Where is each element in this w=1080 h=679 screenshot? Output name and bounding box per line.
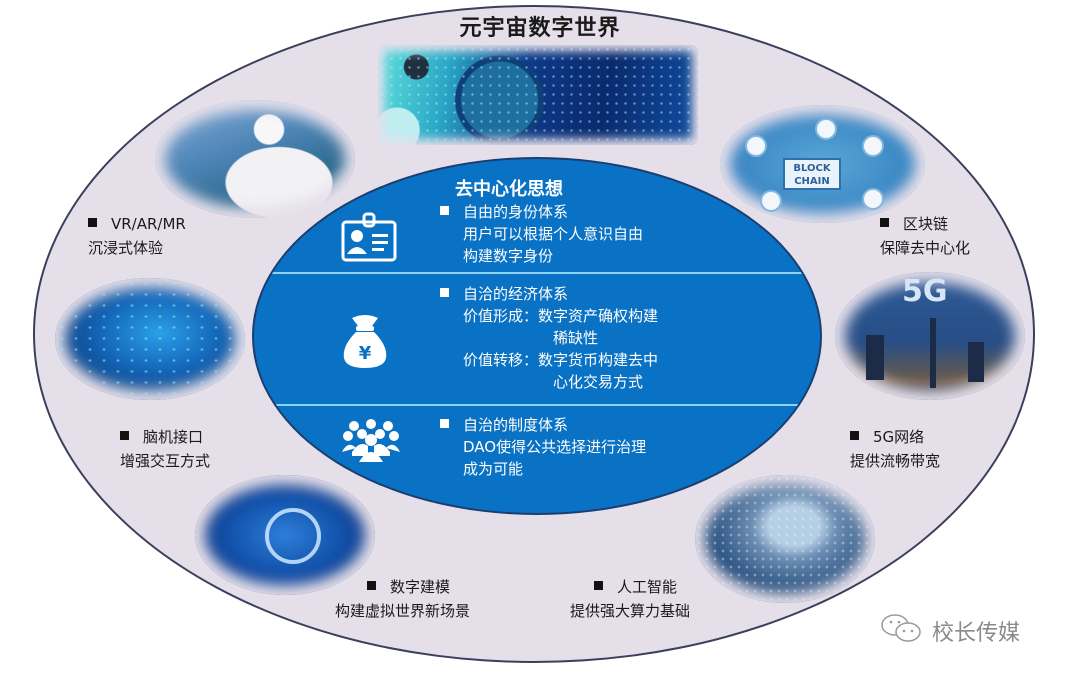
bullet-icon bbox=[880, 218, 889, 227]
section-heading: 自洽的经济体系 bbox=[463, 285, 569, 303]
section-line: 心化交易方式 bbox=[553, 373, 644, 391]
divider bbox=[254, 272, 820, 274]
divider bbox=[254, 404, 820, 406]
section-identity: 自由的身份体系 用户可以根据个人意识自由 构建数字身份 bbox=[440, 201, 643, 267]
section-line: 用户可以根据个人意识自由 bbox=[463, 225, 644, 243]
feature-desc: 构建虚拟世界新场景 bbox=[335, 602, 471, 620]
image-text: CHAIN bbox=[794, 176, 830, 187]
building bbox=[930, 318, 936, 388]
bullet-icon bbox=[440, 419, 449, 428]
feature-desc: 提供强大算力基础 bbox=[570, 602, 691, 620]
section-line: 构建数字身份 bbox=[463, 247, 554, 265]
node-icon bbox=[760, 190, 782, 212]
bullet-icon bbox=[88, 218, 97, 227]
id-card-icon bbox=[340, 212, 398, 266]
metaverse-hero-image bbox=[378, 45, 698, 145]
core-title: 去中心化思想 bbox=[455, 179, 563, 200]
feature-desc: 提供流畅带宽 bbox=[850, 452, 941, 470]
feature-title: 脑机接口 bbox=[143, 428, 204, 446]
section-line: 成为可能 bbox=[463, 460, 524, 478]
diagram-title: 元宇宙数字世界 bbox=[459, 16, 621, 41]
building bbox=[866, 335, 884, 380]
vr-image bbox=[155, 100, 355, 218]
watermark-text: 校长传媒 bbox=[932, 621, 1021, 646]
bullet-icon bbox=[440, 206, 449, 215]
feature-ai: 人工智能 提供强大算力基础 bbox=[570, 575, 690, 623]
feature-5g: 5G网络 提供流畅带宽 bbox=[850, 425, 940, 473]
section-line: 稀缺性 bbox=[553, 329, 599, 347]
feature-modeling: 数字建模 构建虚拟世界新场景 bbox=[335, 575, 470, 623]
node-icon bbox=[815, 118, 837, 140]
node-icon bbox=[862, 188, 884, 210]
wechat-icon bbox=[880, 612, 924, 650]
feature-title: 区块链 bbox=[903, 215, 949, 233]
section-economy: 自洽的经济体系 价值形成：数字资产确权构建 稀缺性 价值转移：数字货币构建去中 … bbox=[440, 283, 658, 393]
feature-desc: 保障去中心化 bbox=[880, 239, 971, 257]
bullet-icon bbox=[120, 431, 129, 440]
section-heading: 自治的制度体系 bbox=[463, 416, 569, 434]
bullet-icon bbox=[440, 288, 449, 297]
feature-title: 数字建模 bbox=[390, 578, 451, 596]
feature-title: 5G网络 bbox=[873, 428, 925, 446]
feature-bci: 脑机接口 增强交互方式 bbox=[120, 425, 210, 473]
brain-image bbox=[55, 278, 245, 400]
feature-desc: 沉浸式体验 bbox=[88, 239, 164, 257]
feature-vr: VR/AR/MR 沉浸式体验 bbox=[88, 212, 186, 260]
section-line: 价值转移：数字货币构建去中 bbox=[463, 351, 659, 369]
feature-blockchain: 区块链 保障去中心化 bbox=[880, 212, 970, 260]
section-line: 价值形成：数字资产确权构建 bbox=[463, 307, 659, 325]
section-governance: 自治的制度体系 DAO使得公共选择进行治理 成为可能 bbox=[440, 414, 646, 480]
bullet-icon bbox=[594, 581, 603, 590]
feature-desc: 增强交互方式 bbox=[120, 452, 211, 470]
image-text: BLOCK bbox=[793, 163, 831, 174]
watermark: 校长传媒 bbox=[880, 612, 1020, 650]
svg-text:¥: ¥ bbox=[359, 343, 372, 364]
5g-image-text: 5G bbox=[902, 274, 948, 309]
building bbox=[968, 342, 984, 382]
section-line: DAO使得公共选择进行治理 bbox=[463, 438, 647, 456]
node-icon bbox=[745, 135, 767, 157]
section-heading: 自由的身份体系 bbox=[463, 203, 569, 221]
bullet-icon bbox=[850, 431, 859, 440]
node-icon bbox=[862, 135, 884, 157]
ai-face-image bbox=[695, 475, 875, 603]
feature-title: 人工智能 bbox=[617, 578, 678, 596]
people-group-icon bbox=[340, 418, 402, 466]
money-bag-yen-icon: ¥ bbox=[340, 312, 390, 374]
hud-ring-icon bbox=[265, 508, 321, 564]
blockchain-label-box: BLOCK CHAIN bbox=[783, 158, 841, 190]
bullet-icon bbox=[367, 581, 376, 590]
feature-title: VR/AR/MR bbox=[111, 215, 186, 233]
decentralization-core bbox=[252, 157, 822, 515]
